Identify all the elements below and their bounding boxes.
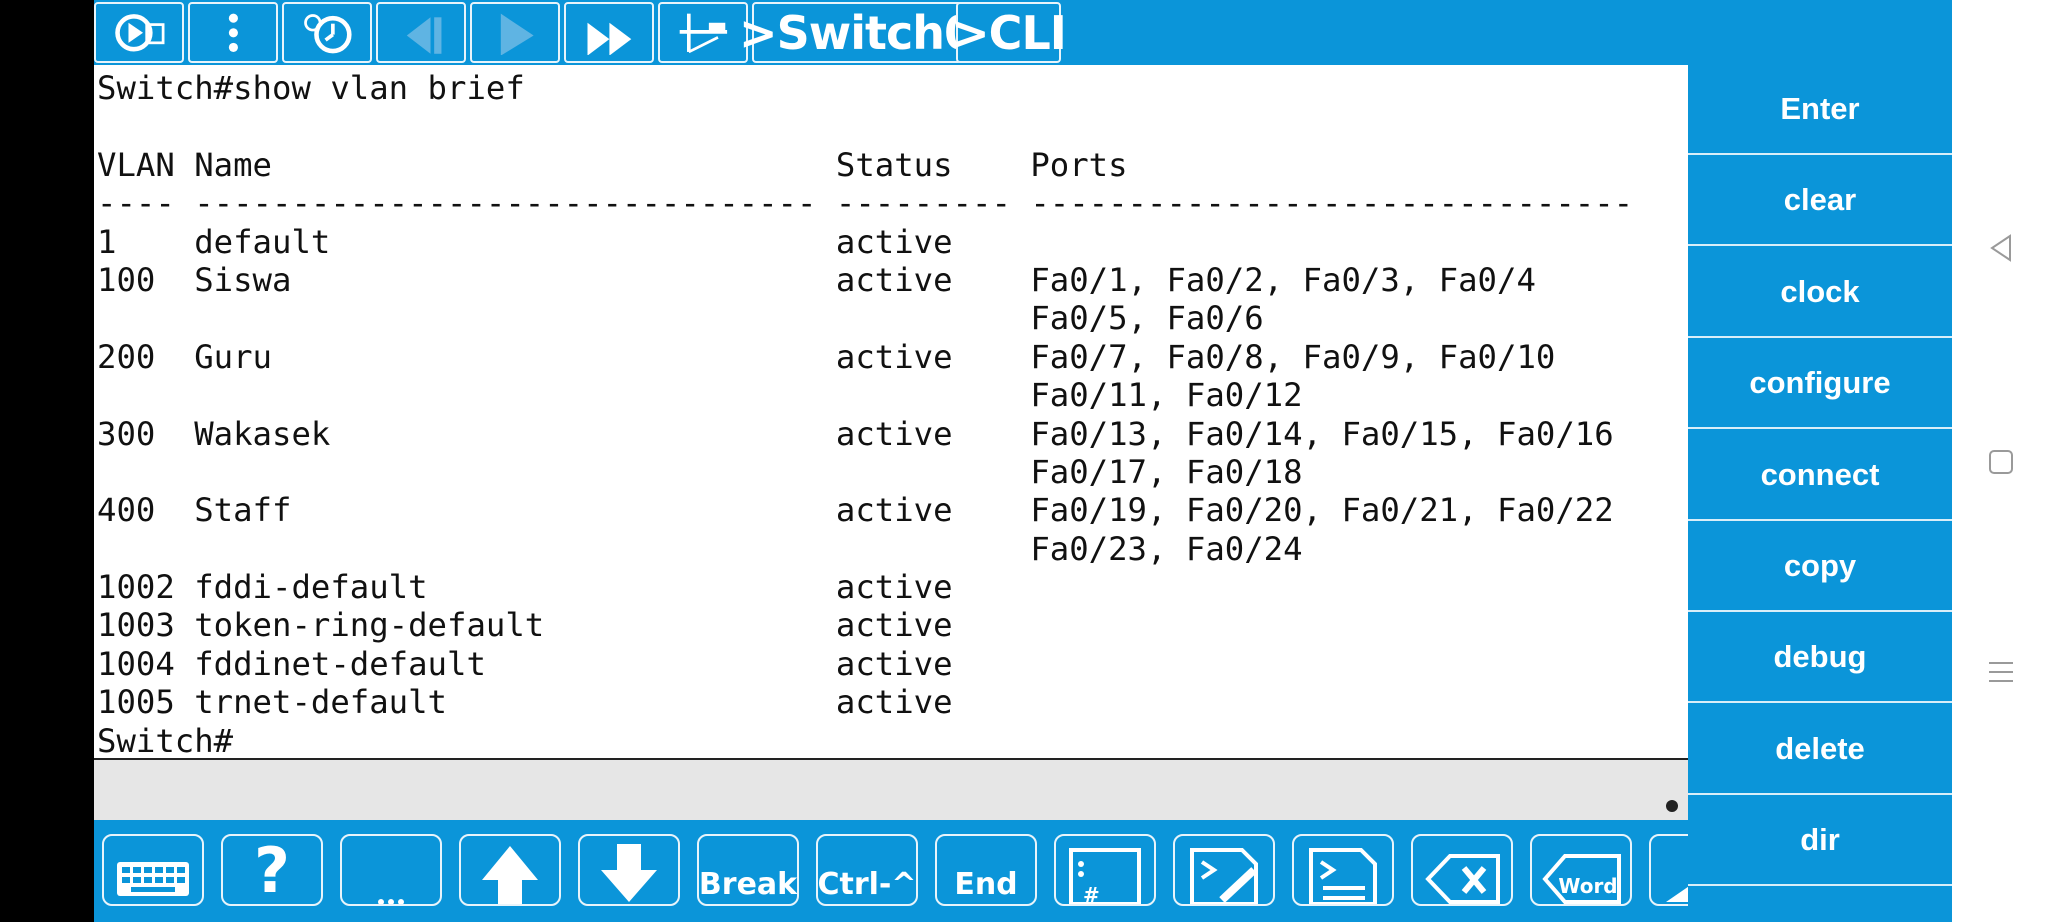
arrow-up-icon[interactable]: [459, 834, 561, 906]
script-edit-icon[interactable]: [1173, 834, 1275, 906]
step-back-icon[interactable]: [376, 2, 466, 63]
word-label: Word: [1558, 874, 1618, 898]
topology-icon[interactable]: [658, 2, 748, 63]
bottom-keybar: ? Break Ctrl-^ End #: [94, 820, 1688, 922]
simulation-icon[interactable]: [94, 2, 184, 63]
terminal-line: 1005 trnet-default active: [97, 683, 953, 722]
command-label: delete: [1775, 730, 1865, 766]
delete-word-icon: [1542, 854, 1621, 904]
scroll-indicator: [1666, 800, 1678, 812]
command-button[interactable]: delete: [1688, 705, 1952, 795]
cli-label: >CLI: [951, 5, 1067, 60]
space-icon: [378, 899, 404, 904]
svg-text:#: #: [1083, 883, 1100, 904]
break-button[interactable]: Break: [697, 834, 799, 906]
terminal-line: Switch#: [97, 721, 234, 760]
fast-forward-icon[interactable]: [564, 2, 654, 63]
back-nav-icon[interactable]: [1986, 233, 2016, 263]
terminal-line: Fa0/5, Fa0/6: [97, 299, 1264, 338]
command-label: dir: [1800, 822, 1840, 858]
terminal-line: Fa0/11, Fa0/12: [97, 376, 1303, 415]
privileged-mode-icon[interactable]: #: [1054, 834, 1156, 906]
command-label: copy: [1783, 548, 1857, 583]
backspace-icon[interactable]: [1411, 834, 1513, 906]
keyboard-icon[interactable]: [102, 834, 204, 906]
command-label: debug: [1773, 639, 1867, 675]
command-label: clock: [1780, 273, 1860, 309]
terminal-line: 1003 token-ring-default active: [97, 606, 953, 645]
command-label: clear: [1783, 182, 1857, 218]
more-vertical-icon[interactable]: [188, 2, 278, 63]
break-label: Break: [698, 867, 798, 902]
command-label: configure: [1749, 365, 1891, 401]
space-button[interactable]: [340, 834, 442, 906]
help-label: ?: [254, 834, 290, 906]
terminal-line: Fa0/23, Fa0/24: [97, 529, 1303, 568]
command-label: connect: [1760, 456, 1880, 492]
cli-tab[interactable]: >CLI: [951, 2, 1067, 63]
terminal-line: 300 Wakasek active Fa0/13, Fa0/14, Fa0/1…: [97, 414, 1614, 453]
arrow-down-icon[interactable]: [578, 834, 680, 906]
command-button[interactable]: copy: [1688, 522, 1952, 612]
command-button[interactable]: clock: [1688, 248, 1952, 338]
help-button[interactable]: ?: [221, 834, 323, 906]
ctrl-label: Ctrl-^: [817, 867, 917, 902]
android-nav-bar: [1952, 0, 2048, 922]
console-log-icon[interactable]: [1292, 834, 1394, 906]
command-button[interactable]: Enter: [1688, 65, 1952, 155]
terminal-line: ---- -------------------------------- --…: [97, 184, 1634, 223]
terminal-line: 1002 fddi-default active: [97, 568, 953, 607]
command-button[interactable]: connect: [1688, 431, 1952, 521]
play-icon[interactable]: [470, 2, 560, 63]
terminal-line: 400 Staff active Fa0/19, Fa0/20, Fa0/21,…: [97, 491, 1614, 530]
command-button[interactable]: dir: [1688, 796, 1952, 887]
terminal-line: 1 default active: [97, 222, 953, 261]
top-toolbar: >Switch0 >CLI: [94, 0, 1067, 65]
command-label: Enter: [1780, 91, 1860, 126]
command-panel: Enter clear clock configure connect copy debug…: [1688, 65, 1952, 922]
end-label: End: [954, 867, 1018, 902]
more-keys-icon: [1666, 886, 1688, 902]
terminal-line: [97, 107, 1633, 145]
command-button[interactable]: debug: [1688, 613, 1952, 704]
more-keys-button[interactable]: [1649, 834, 1688, 906]
terminal-line: VLAN Name Status Ports: [97, 145, 1128, 184]
command-button[interactable]: configure: [1688, 339, 1952, 430]
terminal-line: 1004 fddinet-default active: [97, 644, 953, 683]
home-nav-icon[interactable]: [1986, 447, 2016, 477]
ctrl-shift-6-button[interactable]: Ctrl-^: [816, 834, 918, 906]
terminal-line: 200 Guru active Fa0/7, Fa0/8, Fa0/9, Fa0…: [97, 337, 1556, 376]
end-button[interactable]: End: [935, 834, 1037, 906]
delete-word-button[interactable]: Word: [1530, 834, 1632, 906]
terminal-line: Fa0/17, Fa0/18: [97, 452, 1303, 491]
command-input[interactable]: [94, 760, 1688, 820]
command-button[interactable]: clear: [1688, 156, 1952, 247]
terminal-line: 100 Siswa active Fa0/1, Fa0/2, Fa0/3, Fa…: [97, 260, 1536, 299]
clock-settings-icon[interactable]: [282, 2, 372, 63]
device-label: >Switch0: [739, 5, 976, 60]
terminal-line: Switch#show vlan brief: [97, 69, 525, 107]
device-tab[interactable]: >Switch0: [739, 2, 976, 63]
recents-nav-icon[interactable]: [1986, 657, 2016, 687]
